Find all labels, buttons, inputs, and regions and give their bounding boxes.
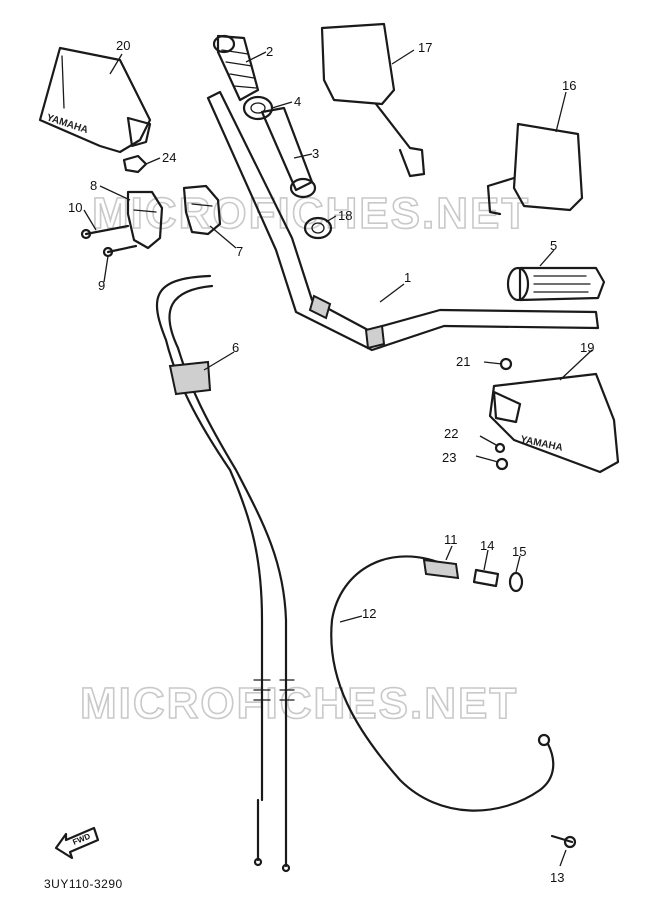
callout-19: 19 xyxy=(580,340,594,355)
grip-tube-3 xyxy=(260,106,317,199)
callout-17: 17 xyxy=(418,40,432,55)
callout-3: 3 xyxy=(312,146,319,161)
callout-8: 8 xyxy=(90,178,97,193)
clutch-cable xyxy=(330,555,555,812)
nut-23 xyxy=(495,457,509,471)
bolt-13 xyxy=(550,834,577,849)
mirror-17 xyxy=(320,22,426,178)
callout-2: 2 xyxy=(266,44,273,59)
callout-6: 6 xyxy=(232,340,239,355)
leader-lines xyxy=(83,49,593,867)
callout-7: 7 xyxy=(236,244,243,259)
callout-10: 10 xyxy=(68,200,82,215)
callout-23: 23 xyxy=(442,450,456,465)
forward-arrow-icon: FWD xyxy=(54,826,100,860)
washer-22 xyxy=(494,442,506,454)
screw-9 xyxy=(102,244,138,258)
watermark-top: MICROFICHES.NET xyxy=(92,189,530,238)
callout-20: 20 xyxy=(116,38,130,53)
handlebar xyxy=(206,90,600,352)
mirror-16 xyxy=(486,122,584,216)
switch-housing-8 xyxy=(126,190,164,250)
nut-24 xyxy=(122,154,148,174)
callout-11: 11 xyxy=(444,532,458,547)
nut-15 xyxy=(508,571,524,593)
adjuster-14 xyxy=(472,568,500,588)
diagram-code: 3UY110-3290 xyxy=(44,877,123,891)
hand-guard-left: YAMAHA xyxy=(38,46,152,154)
callout-16: 16 xyxy=(562,78,576,93)
throttle-grip xyxy=(212,34,260,102)
callout-5: 5 xyxy=(550,238,557,253)
callout-24: 24 xyxy=(162,150,176,165)
callout-9: 9 xyxy=(98,278,105,293)
callout-18: 18 xyxy=(338,208,352,223)
bolt-21 xyxy=(499,357,513,371)
collar-4 xyxy=(242,95,274,121)
callout-22: 22 xyxy=(444,426,458,441)
callout-21: 21 xyxy=(456,354,470,369)
callout-13: 13 xyxy=(550,870,564,885)
callout-1: 1 xyxy=(404,270,411,285)
watermark-bottom: MICROFICHES.NET xyxy=(80,679,518,728)
callout-12: 12 xyxy=(362,606,376,621)
screw-10 xyxy=(80,224,130,240)
callout-14: 14 xyxy=(480,538,494,553)
callout-15: 15 xyxy=(512,544,526,559)
callout-4: 4 xyxy=(294,94,301,109)
hand-guard-right: YAMAHA xyxy=(488,372,620,474)
grip-left xyxy=(506,266,606,302)
throttle-cables xyxy=(155,274,295,873)
ring-18 xyxy=(303,216,333,240)
